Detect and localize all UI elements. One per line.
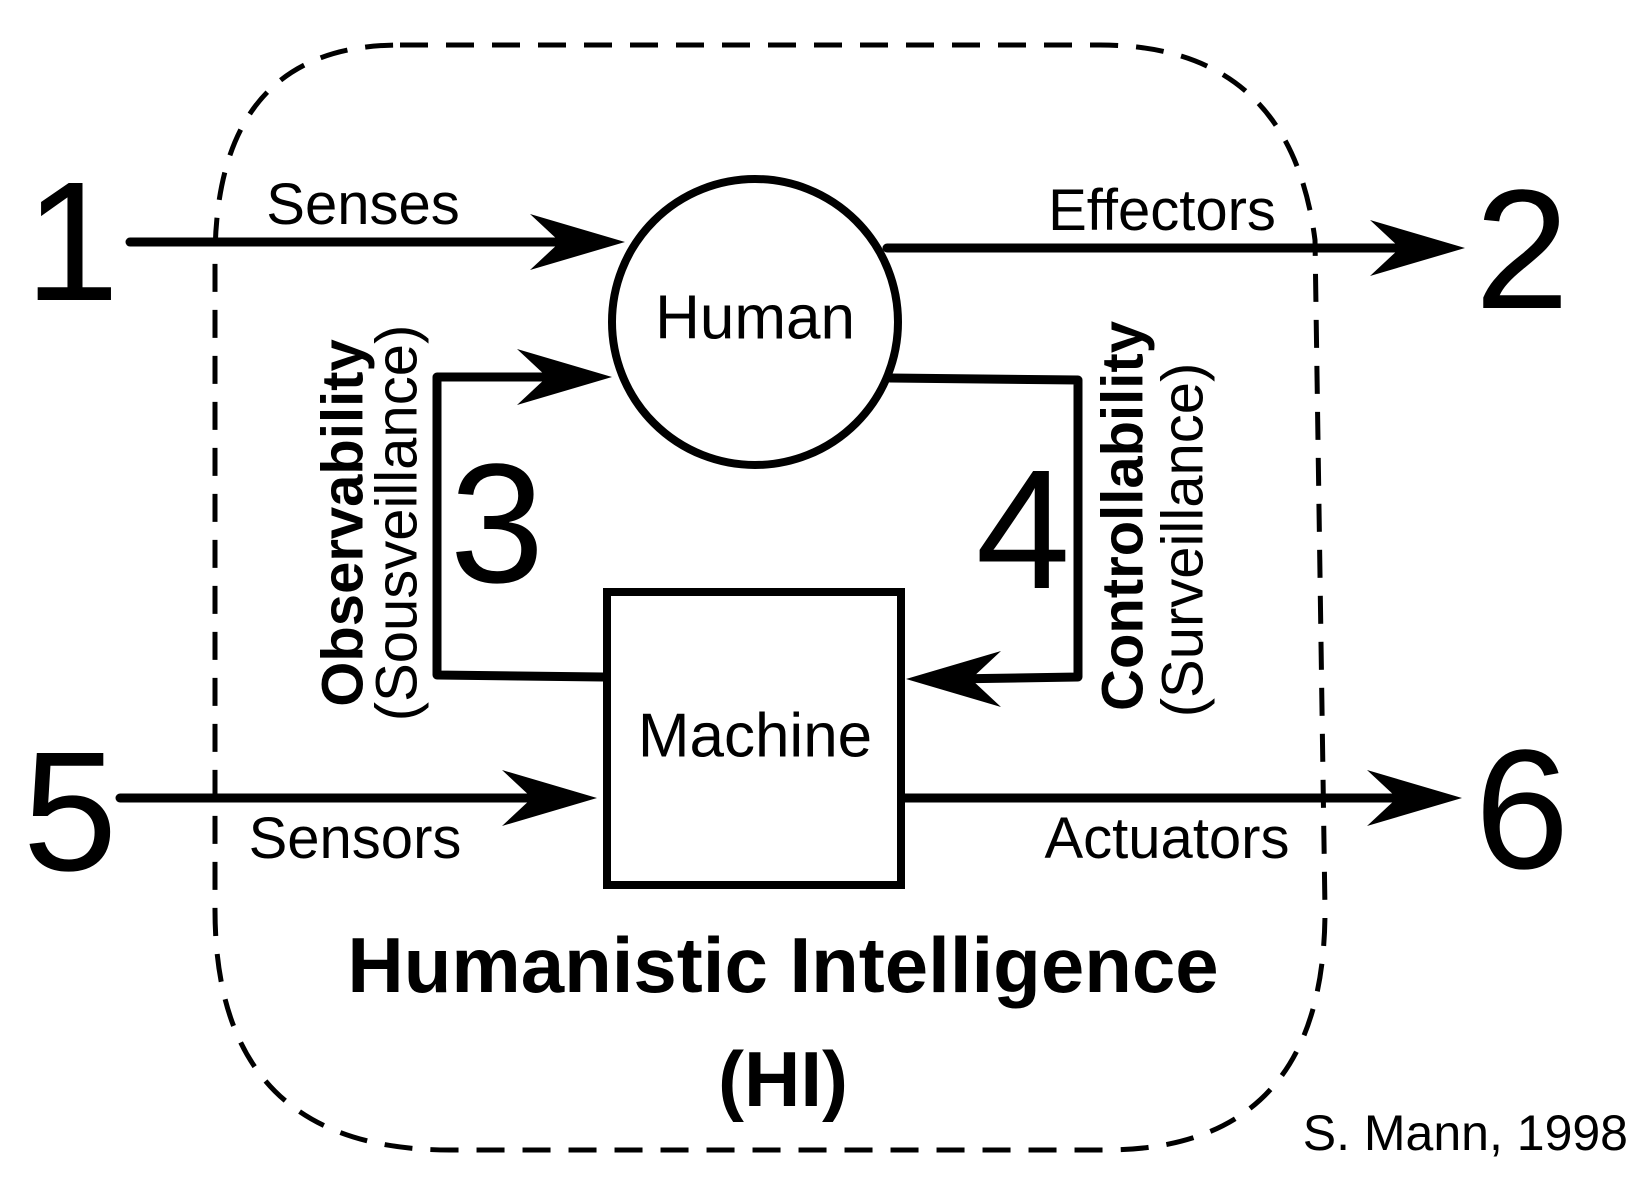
surveillance-label: (Surveillance) <box>1150 363 1215 718</box>
observability-label: Observability <box>310 339 375 706</box>
diagram-title-abbrev: (HI) <box>718 1035 848 1123</box>
senses-label: Senses <box>266 172 459 237</box>
author-credit: S. Mann, 1998 <box>1303 1105 1628 1161</box>
number-2: 2 <box>1475 155 1570 345</box>
effectors-arrow <box>882 220 1465 276</box>
diagram-title: Humanistic Intelligence <box>347 921 1218 1009</box>
number-5: 5 <box>23 717 118 907</box>
sensors-arrow <box>115 770 597 826</box>
number-6: 6 <box>1475 715 1570 905</box>
actuators-arrow <box>898 770 1462 826</box>
hi-boundary <box>212 42 1328 1153</box>
controllability-label: Controllability <box>1090 321 1155 711</box>
number-4: 4 <box>976 435 1071 625</box>
sousveillance-text-group: (Sousveillance) <box>364 325 429 722</box>
observability-loop <box>432 349 612 682</box>
number-3: 3 <box>450 429 545 619</box>
surveillance-text-group: (Surveillance) <box>1150 363 1215 718</box>
controllability-text-group: Controllability <box>1090 321 1155 711</box>
number-1: 1 <box>25 147 120 337</box>
observability-text-group: Observability <box>310 339 375 706</box>
sousveillance-label: (Sousveillance) <box>364 325 429 722</box>
senses-arrow <box>125 214 625 270</box>
machine-node: Machine <box>603 588 905 889</box>
human-label: Human <box>655 283 855 352</box>
human-node: Human <box>608 175 902 469</box>
controllability-loop <box>885 373 1083 707</box>
sensors-label: Sensors <box>249 806 462 871</box>
actuators-label: Actuators <box>1045 806 1290 871</box>
effectors-label: Effectors <box>1048 178 1276 243</box>
machine-label: Machine <box>638 701 872 770</box>
